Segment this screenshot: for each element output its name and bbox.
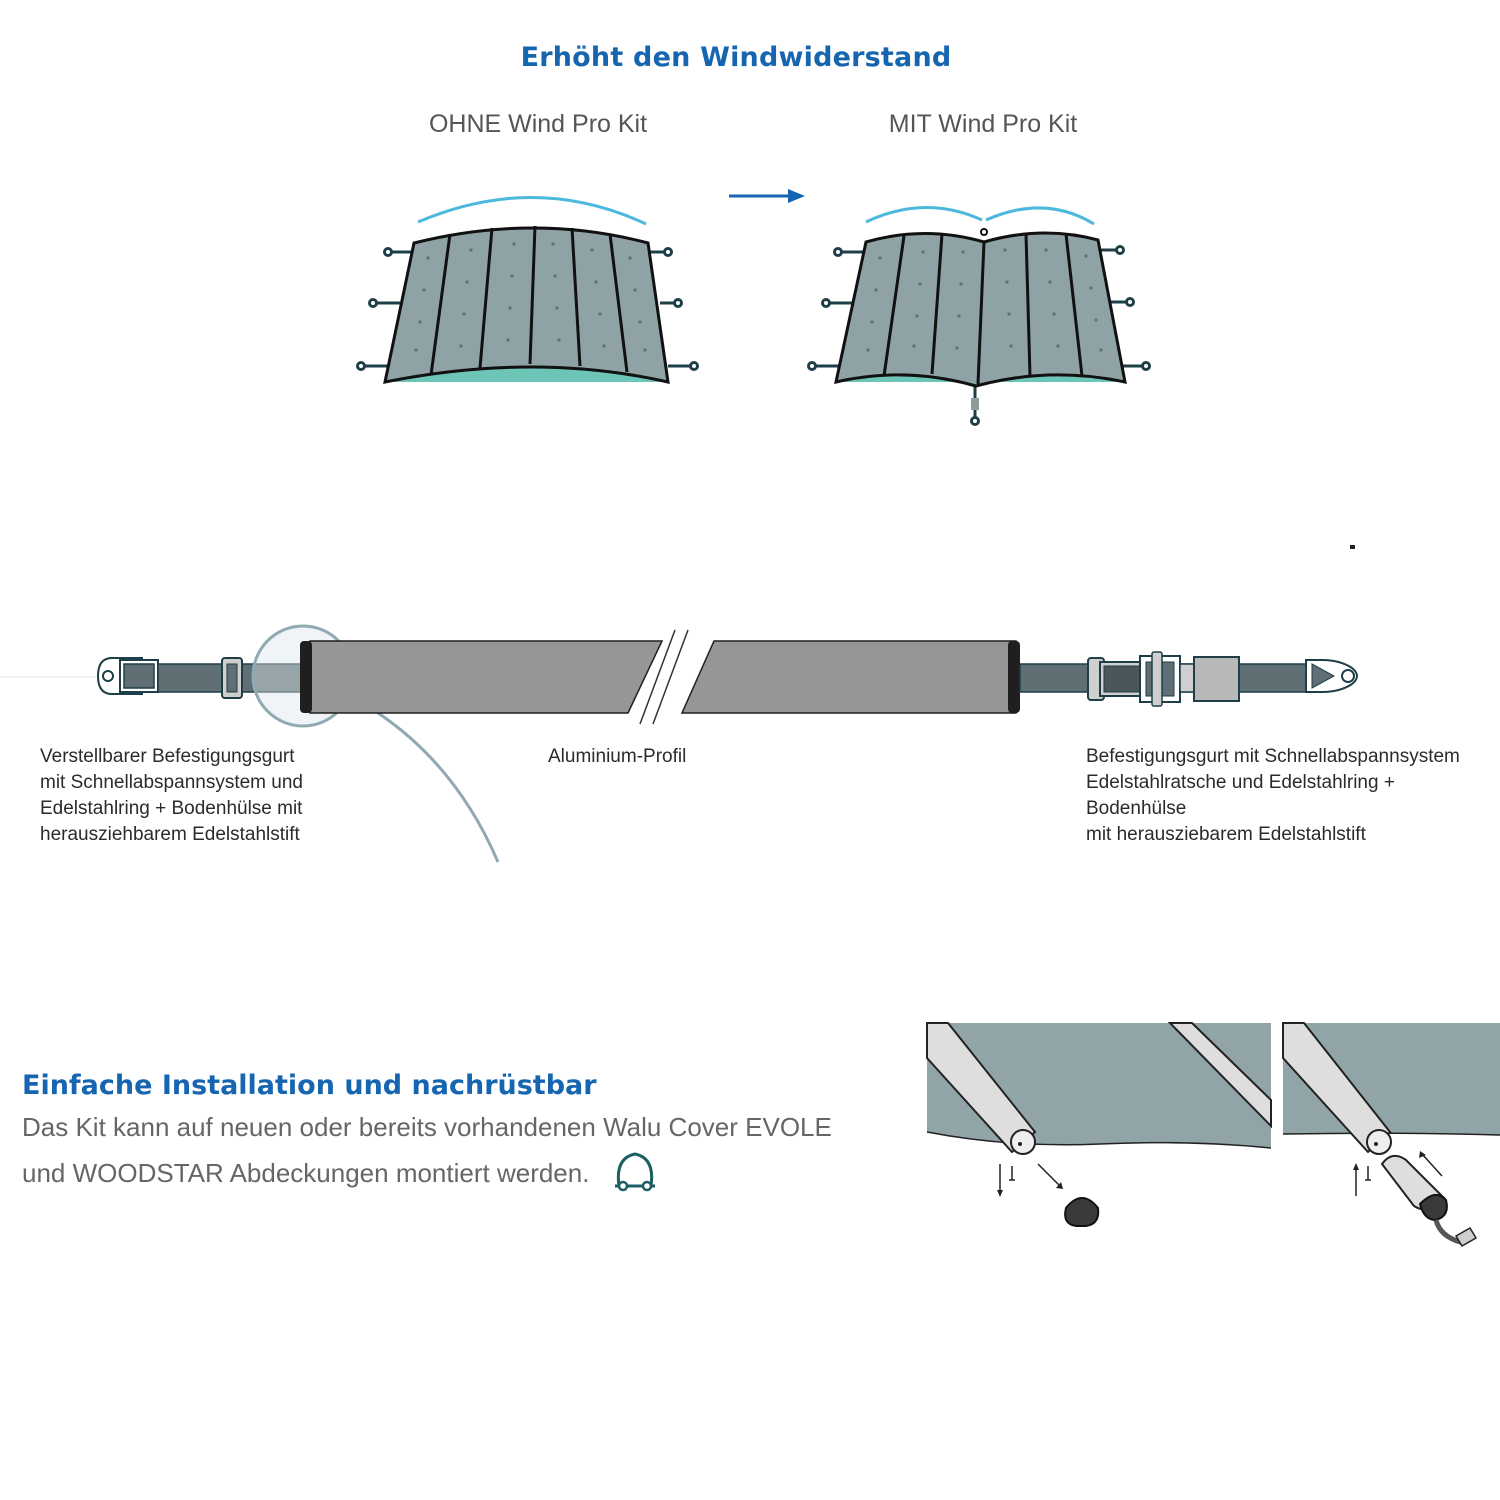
stray-mark [1350,545,1355,549]
caption-left-strap: Verstellbarer Befestigungsgurt mit Schne… [40,746,303,845]
step-insert-strap [1282,1022,1500,1248]
installation-steps-illustration [926,1022,1500,1248]
profile-strap-illustration [0,624,1358,863]
installation-title: Einfache Installation und nachrüstbar [22,1070,597,1101]
installation-description: Das Kit kann auf neuen oder bereits vorh… [22,1106,922,1198]
installation-line-1: Das Kit kann auf neuen oder bereits vorh… [22,1112,832,1142]
wind-comparison-illustration [356,189,1151,426]
page-title: Erhöht den Windwiderstand [520,42,952,73]
installation-line-2: und WOODSTAR Abdeckungen montiert werden… [22,1148,922,1198]
aluminium-profile [300,629,1020,725]
right-strap [1019,651,1358,707]
left-strap [96,657,309,699]
cover-with-kit [807,206,1151,426]
installation-line-2-text: und WOODSTAR Abdeckungen montiert werden… [22,1158,590,1188]
cover-without-kit [356,196,699,384]
step-remove-cap [926,1022,1272,1227]
caption-right-strap: Befestigungsgurt mit Schnellabspannsyste… [1086,746,1460,845]
label-with-kit: MIT Wind Pro Kit [888,110,1078,138]
label-without-kit: OHNE Wind Pro Kit [428,110,648,138]
arrow-right-icon [729,189,805,203]
cover-profile-icon [615,1152,656,1192]
caption-aluminium-profile: Aluminium-Profil [548,746,687,767]
